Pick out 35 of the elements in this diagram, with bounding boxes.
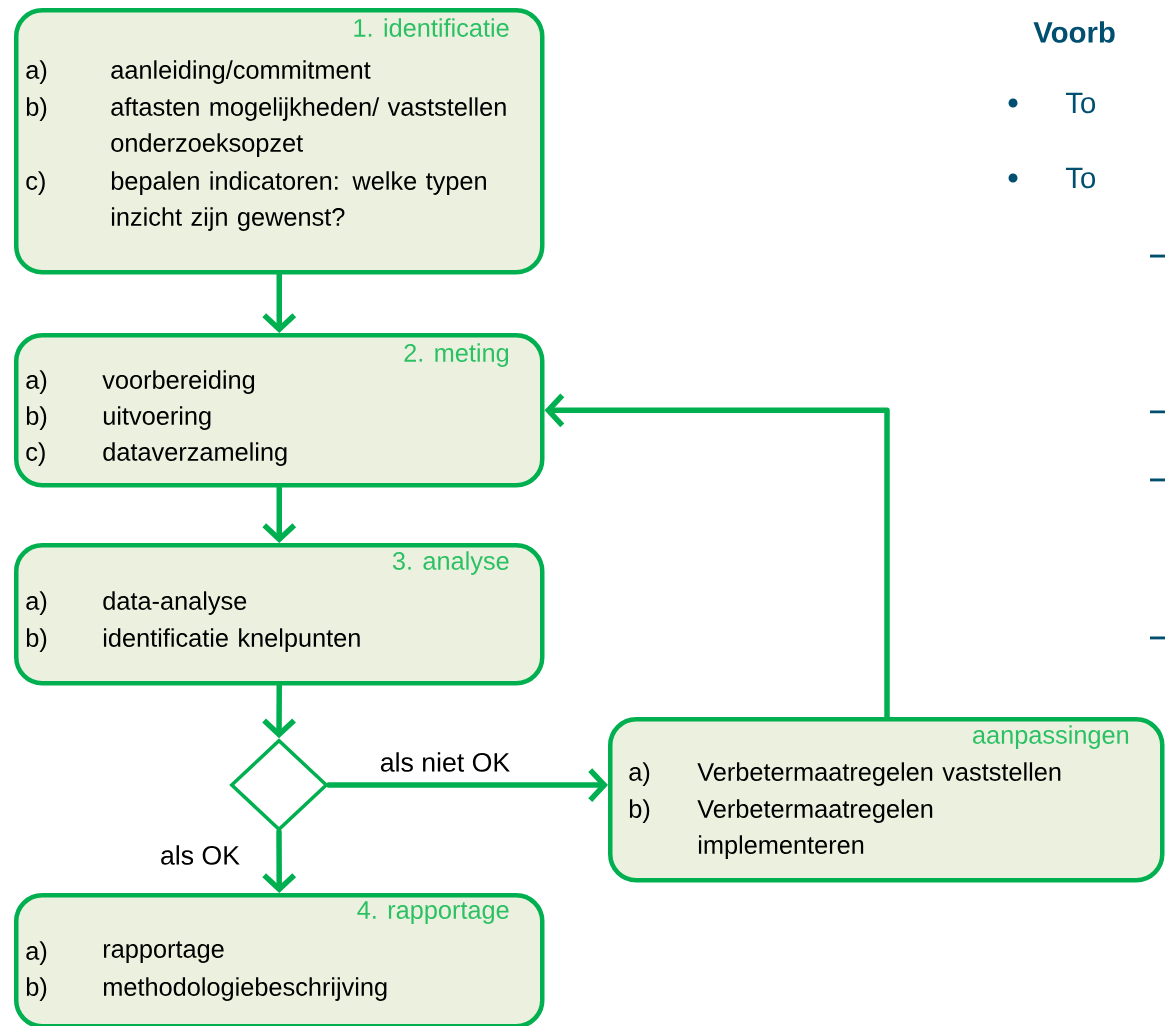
arrow — [544, 393, 890, 720]
item-letter: a) — [26, 60, 47, 84]
edge-label: als niet OK — [378, 750, 512, 774]
item-text: voorbereiding — [102, 370, 255, 394]
item-text: uitvoering — [103, 406, 211, 430]
item-text: Verbetermaatregelen implementeren — [697, 799, 933, 859]
item-text: bepalen indicatoren: welke typen inzicht zijn gewenst? — [111, 171, 486, 231]
item-letter: a) — [26, 941, 47, 965]
item-text: data-analyse — [103, 591, 247, 615]
item-letter: b) — [26, 97, 47, 121]
item-letter: b) — [26, 977, 47, 1001]
item-letter: c) — [26, 171, 45, 195]
item-text: Verbetermaatregelen vaststellen — [697, 762, 1061, 786]
step-heading: aanpassingen — [973, 725, 1129, 749]
item-letter: a) — [26, 591, 47, 615]
item-text: rapportage — [103, 941, 224, 963]
arrow — [326, 768, 608, 802]
decision-diamond — [229, 738, 329, 832]
item-letter: b) — [26, 628, 47, 652]
bullet-text: To — [1065, 167, 1096, 189]
item-text: methodologiebeschrijving — [103, 977, 387, 1001]
step-heading: 3. analyse — [392, 551, 509, 575]
bullet-text: To — [1065, 92, 1096, 114]
item-letter: a) — [26, 370, 47, 394]
step-heading: 4. rapportage — [357, 901, 509, 924]
item-letter: b) — [26, 406, 47, 430]
item-text: dataverzameling — [103, 442, 287, 466]
slide-heading: Voorb — [1033, 21, 1115, 43]
item-letter: c) — [26, 442, 45, 466]
item-letter: b) — [629, 799, 650, 823]
step-heading: 2. meting — [404, 343, 509, 367]
step-heading: 1. identificatie — [354, 18, 509, 37]
item-text: aanleiding/commitment — [111, 60, 371, 84]
item-text: identificatie knelpunten — [103, 628, 360, 652]
item-letter: a) — [629, 762, 650, 786]
